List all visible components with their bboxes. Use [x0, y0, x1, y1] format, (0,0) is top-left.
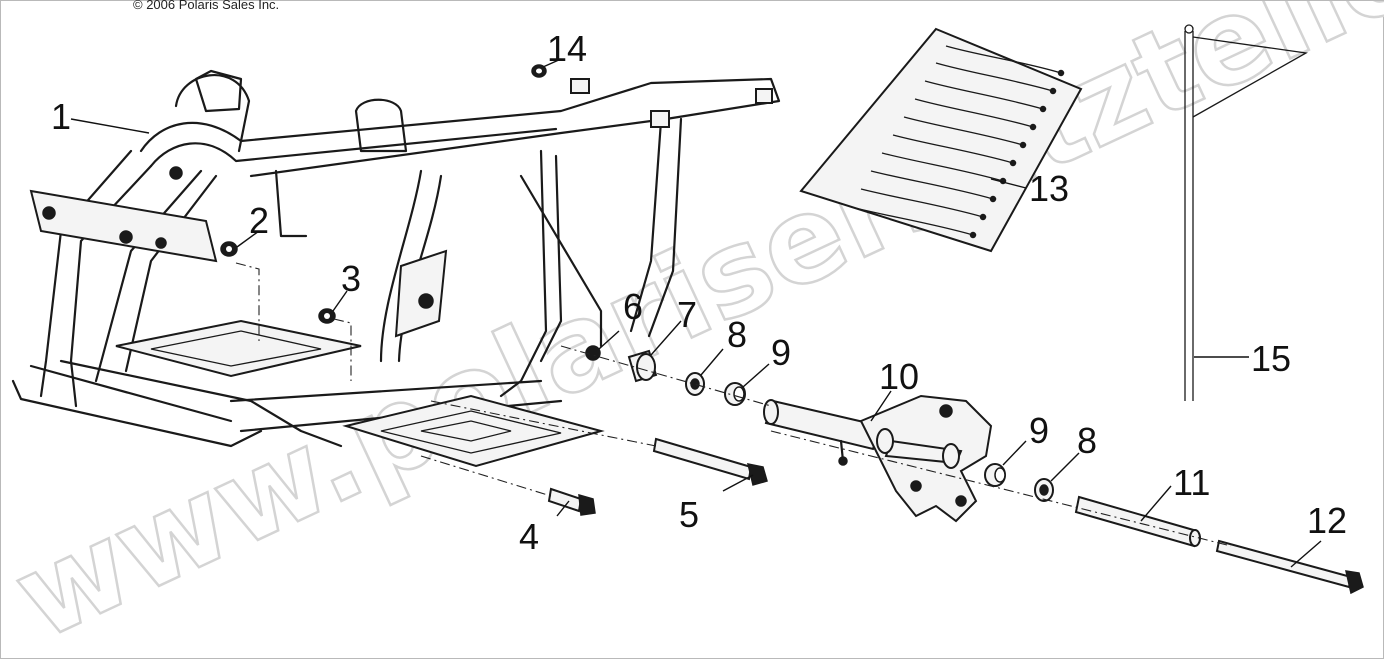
- assembly-lines: [235, 262, 1232, 547]
- callout-7: 7: [677, 294, 697, 335]
- callout-12: 12: [1307, 500, 1347, 541]
- bolt-5[interactable]: [652, 437, 768, 486]
- callout-10: 10: [879, 356, 919, 397]
- callout-labels: 1 2 3 4 5 6 7 8 9 10 9 8 11 12 13 14 15: [51, 28, 1347, 557]
- washer-8-upper[interactable]: [685, 372, 705, 396]
- bolt-12[interactable]: [1215, 539, 1364, 595]
- copyright-notice: © 2006 Polaris Sales Inc.: [133, 0, 280, 12]
- callout-6: 6: [623, 286, 643, 327]
- safety-flag-15[interactable]: [1184, 24, 1308, 401]
- swing-arm-10[interactable]: [763, 394, 993, 523]
- nut-3[interactable]: [318, 308, 336, 324]
- bolt-4[interactable]: [547, 487, 596, 516]
- callout-15: 15: [1251, 338, 1291, 379]
- shaft-11[interactable]: [1074, 495, 1201, 548]
- callout-3: 3: [341, 258, 361, 299]
- callout-5: 5: [679, 494, 699, 535]
- callout-8-upper: 8: [727, 314, 747, 355]
- nut-14[interactable]: [531, 64, 547, 78]
- frame-assembly[interactable]: [11, 69, 781, 468]
- nut-6[interactable]: [585, 345, 601, 361]
- spacer-9-upper[interactable]: [724, 382, 746, 406]
- callout-1: 1: [51, 96, 71, 137]
- bushing-7[interactable]: [627, 349, 658, 383]
- decal-sheet-13[interactable]: [799, 27, 1083, 253]
- callout-13: 13: [1029, 168, 1069, 209]
- callout-14: 14: [547, 28, 587, 69]
- nut-2[interactable]: [220, 241, 238, 257]
- callout-4: 4: [519, 516, 539, 557]
- callout-2: 2: [249, 200, 269, 241]
- leader-lines: [70, 58, 1322, 568]
- washer-8-lower[interactable]: [1034, 478, 1054, 502]
- spacer-9-lower[interactable]: [984, 463, 1006, 487]
- callout-11: 11: [1173, 462, 1210, 503]
- callout-8-lower: 8: [1077, 420, 1097, 461]
- callout-9-lower: 9: [1029, 410, 1049, 451]
- callout-9-upper: 9: [771, 332, 791, 373]
